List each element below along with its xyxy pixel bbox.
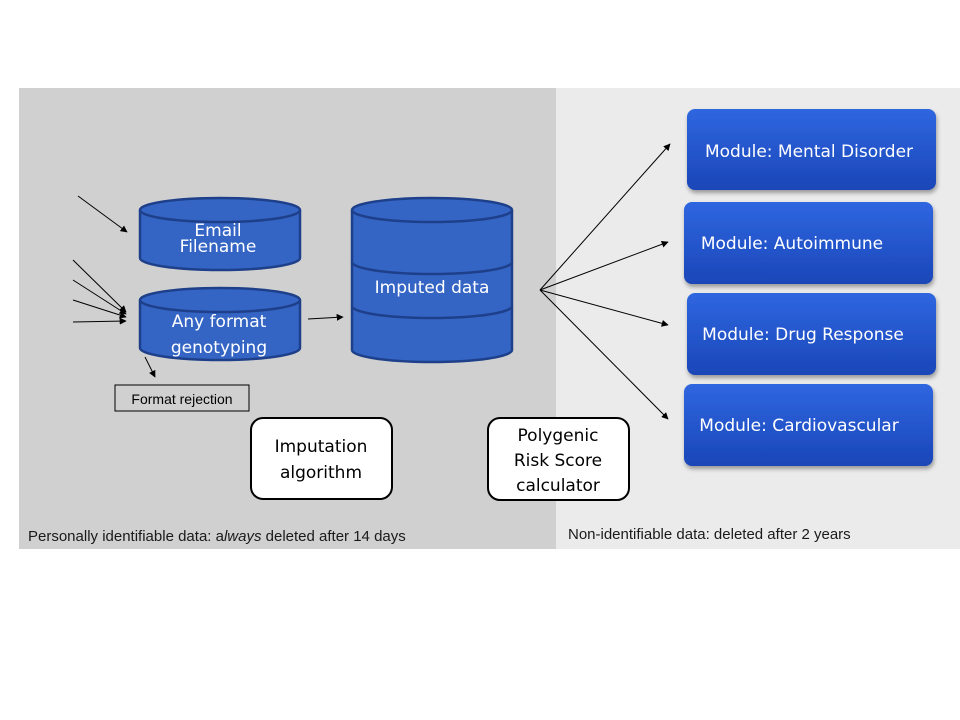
arrow-to-cardiovascular [539, 289, 669, 420]
non-identifiable-caption: Non-identifiable data: deleted after 2 y… [568, 526, 851, 543]
genotype-label-line2: genotyping [171, 338, 267, 358]
identifiable-caption-suffix: deleted after 14 days [261, 528, 405, 545]
input-arrow-email [77, 195, 128, 233]
filename-label: Filename [180, 237, 257, 257]
module-autoimmune: Module: Autoimmune [684, 202, 933, 284]
input-arrow-1 [72, 259, 127, 313]
arrow-to-autoimmune [539, 240, 669, 291]
genotype-label-line1: Any format [172, 312, 267, 332]
input-arrow-2 [72, 279, 127, 315]
genotyping-database: Any format genotyping [138, 286, 302, 362]
input-arrow-4 [72, 317, 127, 325]
input-arrow-3 [72, 299, 127, 319]
prs-label-line2: Risk Score [514, 451, 602, 471]
rejection-arrow [144, 356, 156, 378]
imputed-data-database: Imputed data [350, 196, 514, 364]
imputation-algorithm-box: Imputation algorithm [250, 417, 393, 500]
arrow-to-drug-response [539, 289, 669, 327]
module-cardiovascular: Module: Cardiovascular [684, 384, 933, 466]
imputation-label-line2: algorithm [280, 463, 362, 483]
format-rejection-box: Format rejection [114, 384, 250, 412]
module-mental-disorder: Module: Mental Disorder [687, 109, 936, 190]
module-autoimmune-label: Module: Autoimmune [701, 234, 883, 254]
module-drug-response: Module: Drug Response [687, 293, 936, 375]
identifiable-caption: Personally identifiable data: always del… [28, 528, 406, 545]
email-filename-database: Email Filename [138, 196, 302, 272]
arrow-to-mental-disorder [539, 143, 671, 291]
prs-label-line3: calculator [516, 476, 600, 496]
prs-calculator-box: Polygenic Risk Score calculator [487, 417, 630, 501]
identifiable-caption-prefix: Personally identifiable data: a [28, 528, 225, 545]
module-mental-disorder-label: Module: Mental Disorder [705, 142, 913, 162]
imputation-label-line1: Imputation [275, 437, 368, 457]
genotype-to-imputed-arrow [307, 313, 344, 321]
format-rejection-label: Format rejection [131, 391, 232, 407]
module-drug-response-label: Module: Drug Response [702, 325, 904, 345]
email-label: Email [194, 221, 241, 241]
identifiable-caption-italic: lways [224, 528, 262, 545]
module-cardiovascular-label: Module: Cardiovascular [699, 416, 898, 436]
prs-label-line1: Polygenic [518, 426, 599, 446]
imputed-data-label: Imputed data [375, 278, 490, 298]
